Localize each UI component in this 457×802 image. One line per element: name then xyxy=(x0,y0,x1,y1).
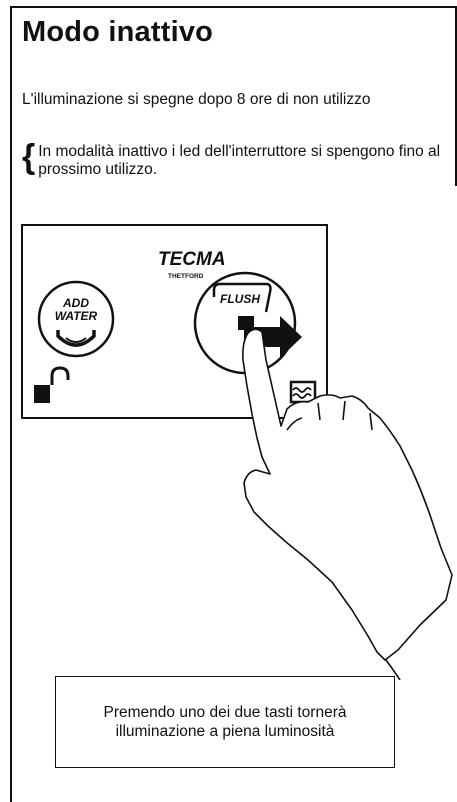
brand-sub-logo: THETFORD xyxy=(168,273,204,280)
water-label: WATER xyxy=(55,309,98,323)
caption-box: Premendo uno dei due tasti tornerà illum… xyxy=(55,676,395,768)
brand-logo: TECMA xyxy=(158,249,226,270)
flush-label: FLUSH xyxy=(220,292,260,306)
switch-panel-illustration: TECMA THETFORD ADD WATER FLUSH xyxy=(0,0,457,680)
add-water-button[interactable]: ADD WATER xyxy=(39,282,113,356)
add-label: ADD xyxy=(62,296,89,310)
caption-text: Premendo uno dei due tasti tornerà illum… xyxy=(90,703,360,741)
